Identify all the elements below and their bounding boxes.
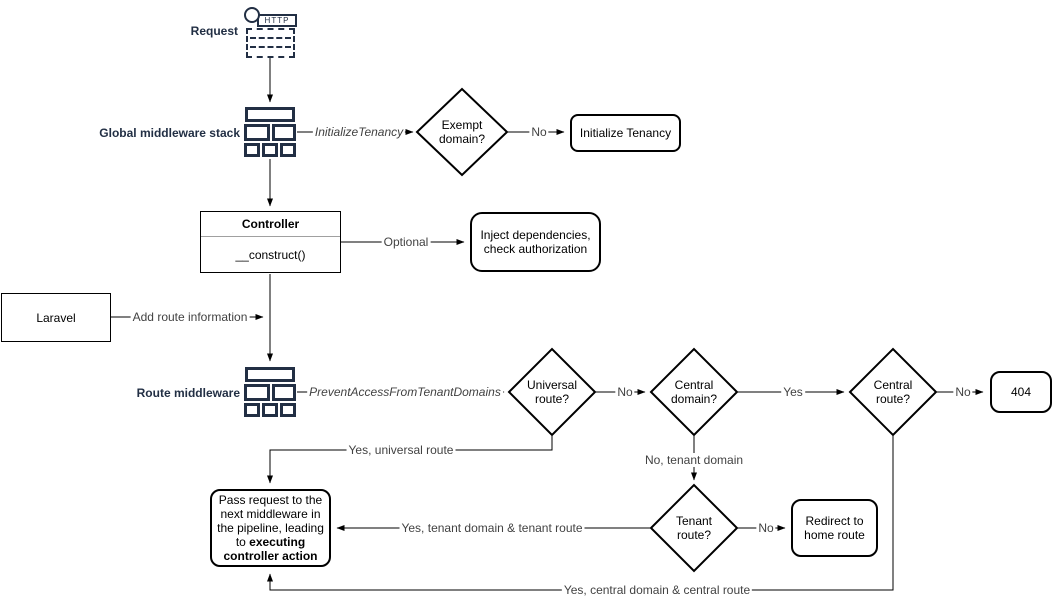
http-request-icon-label: HTTP: [257, 14, 297, 27]
edge-label-exempt-no: No: [529, 125, 549, 139]
node-pass-request: Pass request to the next middleware in t…: [210, 489, 331, 567]
node-inject-dependencies: Inject dependencies, check authorization: [470, 212, 601, 272]
middleware-stack-icon: [244, 107, 296, 158]
edge-label-tenant-route-no: No: [756, 521, 776, 535]
edge-label-prevent-access-middleware: PreventAccessFromTenantDomains: [307, 385, 503, 399]
edge-label-no-tenant-domain: No, tenant domain: [642, 453, 746, 467]
node-controller: Controller __construct(): [200, 211, 341, 273]
node-404-label: 404: [1010, 385, 1032, 399]
edge-label-central-route-no: No: [953, 385, 973, 399]
edge-label-optional: Optional: [381, 235, 431, 249]
edge-label-universal-no: No: [615, 385, 635, 399]
node-initialize-tenancy-label: Initialize Tenancy: [579, 126, 672, 140]
decision-tenant-route: [649, 483, 739, 573]
http-request-icon: HTTP: [244, 7, 297, 58]
http-request-icon-body: [246, 28, 295, 58]
decision-central-route: [848, 347, 938, 437]
node-404: 404: [990, 371, 1052, 413]
decision-universal-route: [507, 347, 597, 437]
node-initialize-tenancy: Initialize Tenancy: [570, 114, 681, 152]
stage-label-global-middleware-stack: Global middleware stack: [99, 126, 240, 140]
node-laravel-label: Laravel: [36, 310, 76, 325]
middleware-stack-icon: [244, 367, 296, 418]
http-request-icon-circle: [244, 7, 260, 23]
edge-label-initialize-tenancy-middleware: InitializeTenancy: [312, 125, 406, 139]
edge-label-yes-tenant-domain-route: Yes, tenant domain & tenant route: [399, 521, 585, 535]
node-controller-title: Controller: [201, 212, 340, 237]
edge-label-add-route-information: Add route information: [130, 310, 250, 324]
edge-label-yes-universal-route: Yes, universal route: [346, 443, 456, 457]
stage-label-route-middleware: Route middleware: [136, 386, 240, 400]
node-redirect-home: Redirect to home route: [791, 499, 878, 557]
stage-label-request: Request: [190, 24, 238, 38]
edge-label-yes-central-domain-route: Yes, central domain & central route: [561, 583, 753, 597]
node-laravel: Laravel: [1, 293, 111, 342]
decision-exempt-domain: [415, 87, 509, 177]
node-pass-request-label: Pass request to the next middleware in t…: [217, 493, 324, 563]
node-controller-method: __construct(): [235, 247, 306, 262]
node-redirect-home-label: Redirect to home route: [804, 514, 865, 542]
edge-label-central-domain-yes: Yes: [781, 385, 805, 399]
node-inject-dependencies-label: Inject dependencies, check authorization: [480, 228, 591, 256]
decision-central-domain: [649, 347, 739, 437]
